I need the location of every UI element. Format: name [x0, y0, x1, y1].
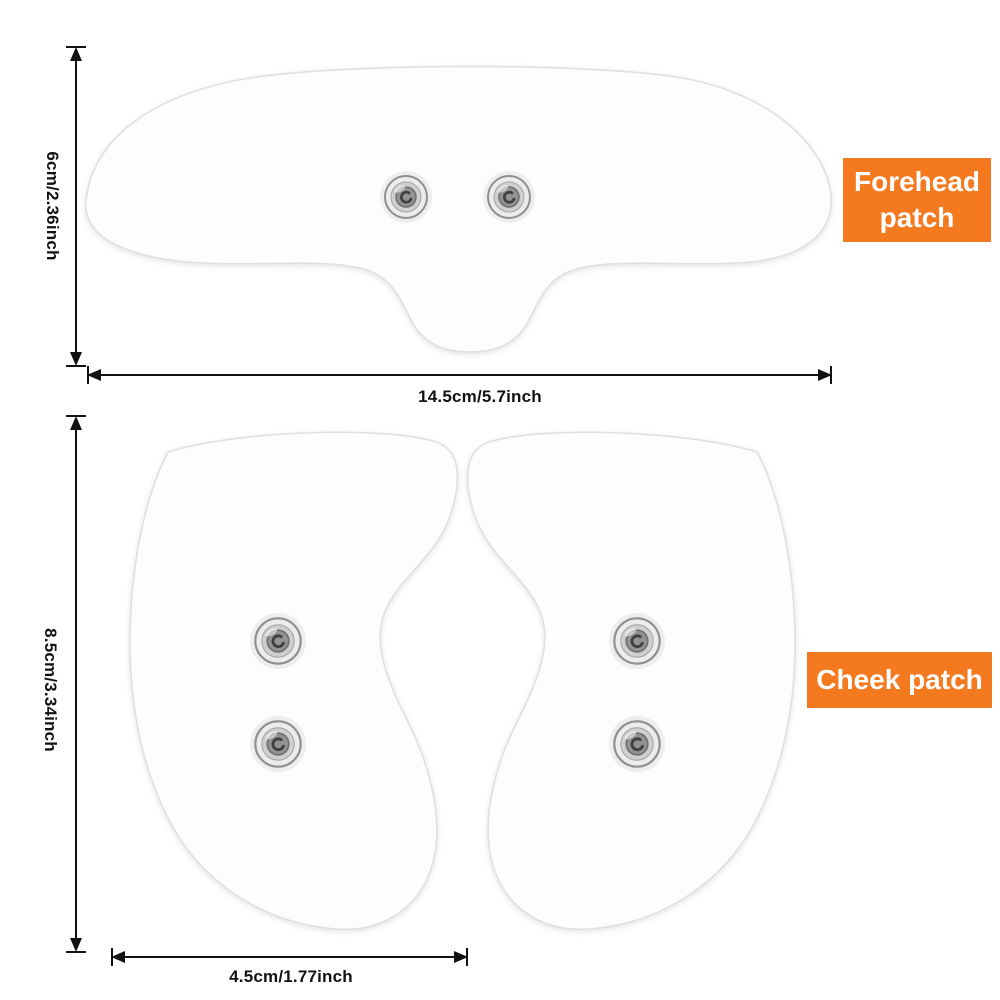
snap-electrode-icon [378, 169, 434, 225]
dimension-line-forehead-height [66, 46, 86, 367]
forehead-patch-badge: Forehead patch [843, 158, 991, 242]
cheek-patch-badge: Cheek patch [807, 652, 992, 708]
forehead-height-label: 6cm/2.36inch [43, 151, 62, 261]
forehead-patch-shape [85, 65, 832, 353]
dimension-line-forehead-width [87, 366, 832, 384]
snap-electrode-icon [248, 714, 308, 774]
dimension-line-cheek-height [66, 415, 86, 953]
forehead-width-label: 14.5cm/5.7inch [418, 387, 542, 406]
snap-electrode-icon [248, 611, 308, 671]
snap-electrode-icon [481, 169, 537, 225]
cheek-patch-left-shape [129, 431, 459, 931]
snap-electrode-icon [607, 714, 667, 774]
dimension-line-cheek-width [111, 948, 468, 966]
cheek-width-label: 4.5cm/1.77inch [229, 967, 353, 986]
cheek-height-label: 8.5cm/3.34inch [41, 628, 60, 752]
snap-electrode-icon [607, 611, 667, 671]
cheek-patch-right-shape [466, 431, 796, 931]
